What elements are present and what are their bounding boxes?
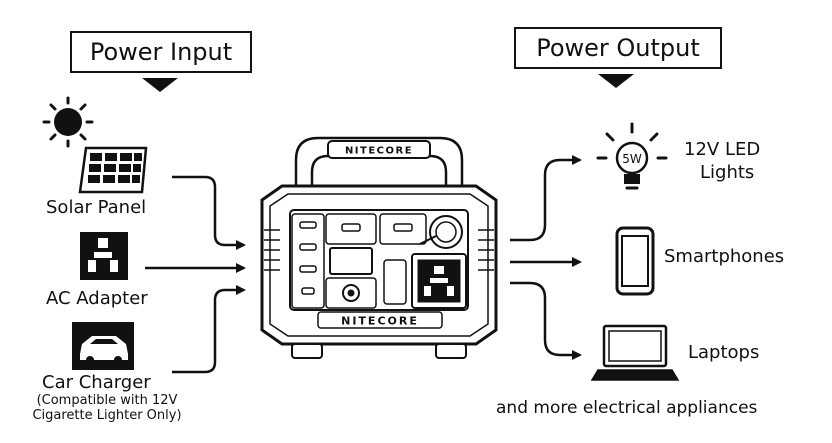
power-output-header: Power Output bbox=[514, 27, 722, 69]
car-arrow bbox=[172, 285, 246, 374]
car-charger-note-line2: Cigarette Lighter Only) bbox=[32, 408, 182, 423]
laptop-icon bbox=[590, 324, 680, 381]
solar-arrow bbox=[172, 175, 246, 250]
power-input-header: Power Input bbox=[70, 31, 252, 73]
bulb-wattage: 5W bbox=[622, 152, 642, 166]
output-label-led-lights-line2: Lights bbox=[700, 162, 755, 183]
laptops-arrow bbox=[510, 281, 582, 360]
input-label-car-charger: Car Charger bbox=[42, 372, 151, 393]
power-station-device bbox=[260, 136, 498, 359]
solar-panel-icon bbox=[78, 146, 148, 194]
output-label-led-lights-line1: 12V LED bbox=[684, 139, 761, 160]
smartphone-icon bbox=[615, 226, 655, 296]
footer-caption: and more electrical appliances bbox=[496, 398, 758, 418]
device-brand-front: NITECORE bbox=[341, 315, 419, 328]
output-label-smartphones: Smartphones bbox=[664, 246, 785, 267]
light-bulb-icon bbox=[596, 122, 668, 190]
car-icon bbox=[72, 322, 134, 370]
output-arrows bbox=[510, 155, 582, 360]
input-arrows bbox=[145, 175, 246, 374]
ac-outlet-icon bbox=[80, 232, 128, 280]
device-brand-top: NITECORE bbox=[345, 146, 413, 157]
input-label-ac-adapter: AC Adapter bbox=[46, 288, 148, 309]
car-charger-note-line1: (Compatible with 12V bbox=[36, 393, 178, 408]
input-label-solar-panel: Solar Panel bbox=[46, 197, 147, 218]
sun-icon bbox=[42, 96, 94, 148]
output-label-laptops: Laptops bbox=[688, 342, 760, 363]
output-header-pointer bbox=[598, 74, 634, 88]
lights-arrow bbox=[510, 155, 582, 242]
input-header-pointer bbox=[142, 78, 178, 92]
